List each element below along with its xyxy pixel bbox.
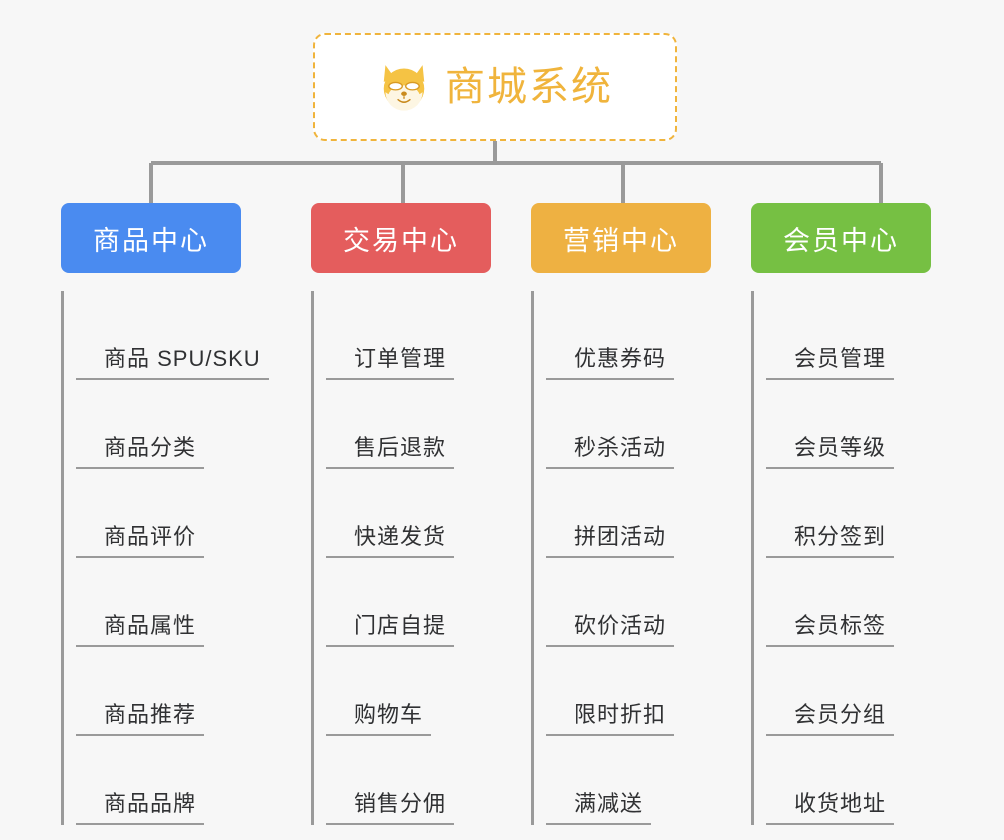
leaf-item[interactable]: 积分签到	[766, 469, 931, 558]
branch-column-3: 会员中心 会员管理 会员等级 积分签到 会员标签 会员分组 收货地址	[751, 203, 931, 825]
leaf-label: 商品推荐	[76, 702, 205, 736]
shiba-dog-face-icon	[383, 65, 425, 111]
leaf-item[interactable]: 会员分组	[766, 647, 931, 736]
leaf-label: 售后退款	[326, 435, 455, 469]
leaf-item[interactable]: 限时折扣	[546, 647, 711, 736]
leaf-label: 会员分组	[766, 702, 895, 736]
leaf-item[interactable]: 商品推荐	[76, 647, 269, 736]
leaf-item[interactable]: 商品属性	[76, 558, 269, 647]
root-title: 商城系统	[445, 65, 613, 109]
root-node[interactable]: 商城系统	[313, 33, 677, 141]
leaf-label: 会员管理	[766, 346, 895, 380]
leaf-item[interactable]: 收货地址	[766, 736, 931, 825]
leaf-list-1: 订单管理 售后退款 快递发货 门店自提 购物车 销售分佣	[311, 291, 491, 825]
branch-head-1[interactable]: 交易中心	[311, 203, 491, 273]
branch-head-label-2: 营销中心	[563, 225, 679, 256]
leaf-label: 积分签到	[766, 524, 895, 558]
branch-head-2[interactable]: 营销中心	[531, 203, 711, 273]
leaf-item[interactable]: 会员管理	[766, 291, 931, 380]
leaf-label: 秒杀活动	[546, 435, 675, 469]
branch-head-0[interactable]: 商品中心	[61, 203, 241, 273]
branch-column-1: 交易中心 订单管理 售后退款 快递发货 门店自提 购物车 销售分佣	[311, 203, 491, 825]
branch-column-2: 营销中心 优惠券码 秒杀活动 拼团活动 砍价活动 限时折扣 满减送	[531, 203, 711, 825]
leaf-item[interactable]: 商品品牌	[76, 736, 269, 825]
leaf-label: 商品分类	[76, 435, 205, 469]
branch-head-label-3: 会员中心	[783, 225, 899, 256]
leaf-list-2: 优惠券码 秒杀活动 拼团活动 砍价活动 限时折扣 满减送	[531, 291, 711, 825]
leaf-label: 会员等级	[766, 435, 895, 469]
leaf-item[interactable]: 门店自提	[326, 558, 491, 647]
leaf-item[interactable]: 订单管理	[326, 291, 491, 380]
leaf-label: 商品品牌	[76, 791, 205, 825]
leaf-item[interactable]: 商品评价	[76, 469, 269, 558]
branch-head-label-0: 商品中心	[93, 225, 209, 256]
leaf-item[interactable]: 商品分类	[76, 380, 269, 469]
leaf-item[interactable]: 优惠券码	[546, 291, 711, 380]
leaf-label: 门店自提	[326, 613, 455, 647]
leaf-item[interactable]: 商品 SPU/SKU	[76, 291, 269, 380]
leaf-item[interactable]: 满减送	[546, 736, 711, 825]
leaf-item[interactable]: 秒杀活动	[546, 380, 711, 469]
leaf-label: 砍价活动	[546, 613, 675, 647]
leaf-label: 限时折扣	[546, 702, 675, 736]
leaf-list-0: 商品 SPU/SKU 商品分类 商品评价 商品属性 商品推荐 商品品牌	[61, 291, 269, 825]
leaf-item[interactable]: 砍价活动	[546, 558, 711, 647]
leaf-item[interactable]: 会员等级	[766, 380, 931, 469]
leaf-label: 商品 SPU/SKU	[76, 346, 269, 380]
leaf-label: 优惠券码	[546, 346, 675, 380]
branch-head-3[interactable]: 会员中心	[751, 203, 931, 273]
leaf-label: 会员标签	[766, 613, 895, 647]
leaf-item[interactable]: 售后退款	[326, 380, 491, 469]
leaf-list-3: 会员管理 会员等级 积分签到 会员标签 会员分组 收货地址	[751, 291, 931, 825]
leaf-label: 收货地址	[766, 791, 895, 825]
leaf-label: 订单管理	[326, 346, 455, 380]
leaf-label: 快递发货	[326, 524, 455, 558]
leaf-item[interactable]: 销售分佣	[326, 736, 491, 825]
leaf-label: 购物车	[326, 702, 432, 736]
branch-head-label-1: 交易中心	[343, 225, 459, 256]
leaf-item[interactable]: 购物车	[326, 647, 491, 736]
leaf-label: 满减送	[546, 791, 652, 825]
leaf-item[interactable]: 会员标签	[766, 558, 931, 647]
branch-column-0: 商品中心 商品 SPU/SKU 商品分类 商品评价 商品属性 商品推荐 商品品牌	[61, 203, 269, 825]
leaf-label: 商品属性	[76, 613, 205, 647]
leaf-label: 拼团活动	[546, 524, 675, 558]
leaf-item[interactable]: 拼团活动	[546, 469, 711, 558]
leaf-label: 销售分佣	[326, 791, 455, 825]
leaf-item[interactable]: 快递发货	[326, 469, 491, 558]
leaf-label: 商品评价	[76, 524, 205, 558]
